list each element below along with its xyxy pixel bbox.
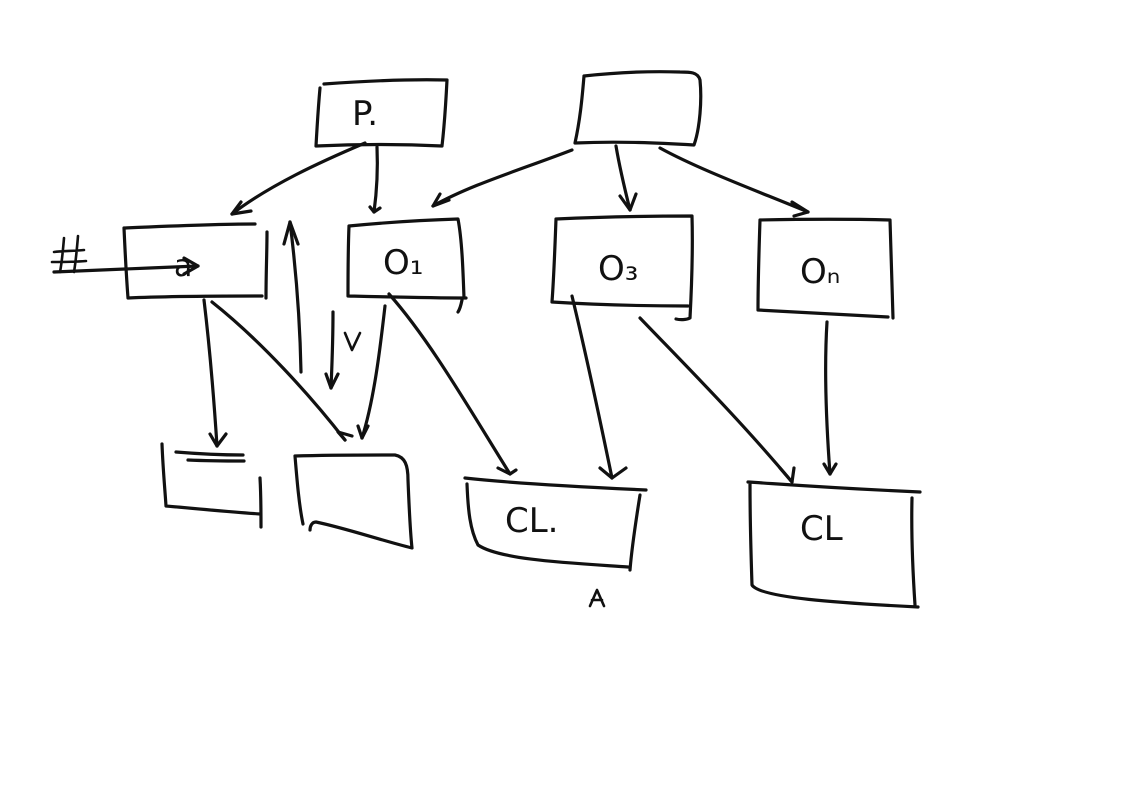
- node-on: Oₙ: [756, 217, 895, 320]
- node-bottom-2-box: [293, 453, 414, 550]
- node-cl-1-box: [463, 476, 648, 572]
- node-cl-2-label: CL: [800, 509, 843, 549]
- node-p: P.: [314, 78, 449, 148]
- arrow-o1-to-cl-1: [387, 292, 518, 476]
- arrow-up-vertical: [282, 220, 303, 374]
- arrow-hash-to-a: [52, 256, 200, 276]
- node-p-box: [314, 78, 449, 148]
- node-bottom-1-box: [160, 442, 263, 529]
- node-top-right: [573, 70, 703, 147]
- node-o3-box: [550, 214, 694, 322]
- arrow-topright-to-on: [658, 146, 810, 218]
- arrow-a-to-bottom-1: [202, 298, 228, 448]
- a-mark: A: [588, 588, 606, 608]
- node-a-right-edge: [264, 230, 269, 300]
- node-cl-1: CL.: [463, 476, 648, 572]
- arrow-a-to-bottom-2: [210, 300, 354, 442]
- node-o3-label: O₃: [598, 249, 638, 289]
- hash-mark: H: [50, 234, 88, 274]
- node-o1-label: O₁: [383, 243, 423, 283]
- arrow-o1-to-bottom-2: [356, 304, 387, 440]
- node-cl-2: CL: [746, 480, 922, 609]
- node-o3: O₃: [550, 214, 694, 322]
- arrow-v-down: [324, 310, 340, 390]
- node-cl-1-label: CL.: [505, 501, 559, 541]
- node-top-right-box: [573, 70, 703, 147]
- node-a-box: [122, 222, 264, 300]
- node-p-label: P.: [352, 94, 378, 134]
- arrow-o3-to-cl-2: [638, 316, 796, 484]
- arrow-o3-to-cl-1: [570, 294, 628, 480]
- arrow-p-to-o1: [368, 145, 382, 214]
- arrow-on-to-cl-2: [822, 320, 838, 476]
- arrow-topright-to-o3: [614, 144, 638, 212]
- node-o1-box: [346, 217, 468, 314]
- node-on-label: Oₙ: [800, 252, 840, 292]
- node-on-box: [756, 217, 895, 320]
- node-bottom-1: [160, 442, 263, 529]
- node-cl-2-box: [746, 480, 922, 609]
- node-bottom-2: [293, 453, 414, 550]
- node-a: a: [122, 222, 269, 300]
- node-o1: O₁: [346, 217, 468, 314]
- arrow-topright-to-o1: [431, 148, 574, 208]
- v-mark: V: [343, 331, 362, 352]
- arrow-p-to-a: [230, 141, 367, 216]
